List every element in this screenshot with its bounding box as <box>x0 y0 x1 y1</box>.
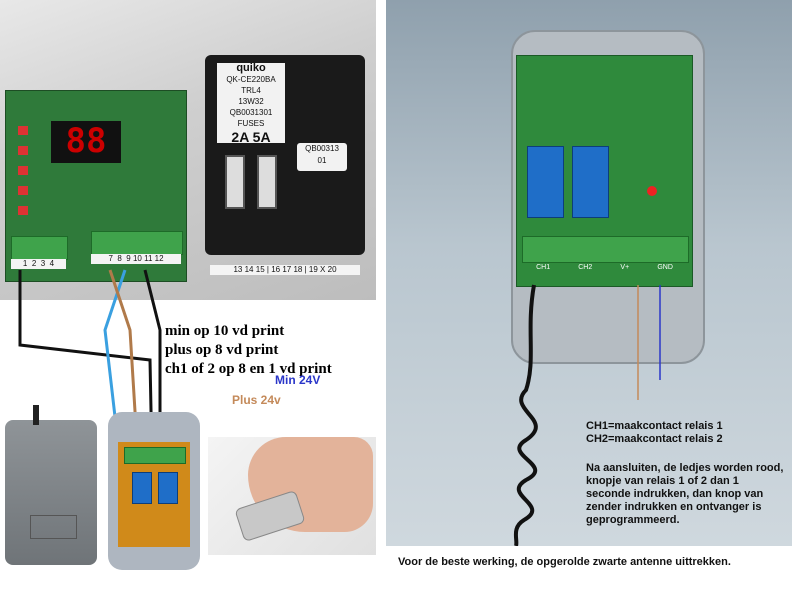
fuses-label: FUSES <box>237 119 265 128</box>
relay-label: quiko QK-CE220BA TRL4 13W32 QB0031301 FU… <box>217 62 285 145</box>
remote-in-hand-photo <box>208 437 376 555</box>
terminal-19: 19 <box>308 265 318 274</box>
terminal-20: 20 <box>327 265 337 274</box>
relay-1 <box>527 146 564 218</box>
seven-segment-display: 88 <box>51 121 121 163</box>
relay-model: QK-CE220BA TRL4 <box>226 75 276 95</box>
grey-receiver-photo <box>5 405 97 565</box>
receiver-pcb: CH1 CH2 V+ GND <box>516 55 693 287</box>
terminals-small <box>124 447 186 464</box>
housing-window <box>30 515 77 539</box>
channel-info: CH1=maakcontact relais 1 CH2=maakcontact… <box>586 420 723 446</box>
relay-serial: QB0031301 <box>229 108 273 117</box>
brand-logo: quiko <box>236 62 266 74</box>
terminal-8: 8 <box>117 254 122 263</box>
terminal-13: 13 <box>233 265 243 274</box>
button-column <box>18 126 28 216</box>
terminal-15: 15 <box>255 265 265 274</box>
terminal-numbers-left: 1 2 3 4 <box>11 259 66 269</box>
terminal-7: 7 <box>108 254 113 263</box>
terminal-17: 17 <box>282 265 292 274</box>
terminal-vplus: V+ <box>620 264 630 271</box>
terminal-numbers-right: 13 14 15 | 16 17 18 | 19 X 20 <box>210 265 360 275</box>
terminal-ch1: CH1 <box>536 264 551 271</box>
ch1-text: CH1=maakcontact relais 1 <box>586 420 723 432</box>
antenna-and-pointers <box>513 284 661 546</box>
terminal-11: 11 <box>144 254 153 263</box>
programming-instructions: Na aansluiten, de ledjes worden rood, kn… <box>586 462 784 526</box>
terminal-16: 16 <box>271 265 281 274</box>
note-ch: ch1 of 2 op 8 en 1 vd print <box>165 361 332 377</box>
terminal-12: 12 <box>154 254 164 263</box>
terminal-4: 4 <box>49 259 55 268</box>
relay-module: quiko QK-CE220BA TRL4 13W32 QB0031301 FU… <box>205 55 365 275</box>
terminal-9: 9 <box>126 254 131 263</box>
terminal-gnd: GND <box>657 264 673 271</box>
terminal-18: 18 <box>293 265 303 274</box>
led <box>647 186 657 196</box>
receiver-terminals <box>522 236 689 263</box>
fuses-values: 2A 5A <box>231 129 271 145</box>
fuse-1 <box>225 155 245 209</box>
receiver-pcb-small <box>118 442 190 547</box>
relay-2 <box>572 146 609 218</box>
open-receiver-photo <box>108 412 200 570</box>
receiver-photo: CH1 CH2 V+ GND <box>386 0 792 546</box>
terminal-1: 1 <box>22 259 28 268</box>
terminal-numbers-mid: 7 8 9 10 11 12 <box>91 254 181 264</box>
ch2-text: CH2=maakcontact relais 2 <box>586 433 723 445</box>
black-wire-1 <box>18 270 154 461</box>
sticker: QB00313 01 <box>297 143 347 171</box>
terminal-ch2: CH2 <box>578 264 593 271</box>
terminal-3: 3 <box>40 259 46 268</box>
note-plus: plus op 8 vd print <box>165 342 279 358</box>
controller-pcb: 88 1 2 3 4 7 8 9 10 11 12 <box>5 90 187 282</box>
min-24v-label: Min 24V <box>275 373 321 387</box>
relay-small-2 <box>158 472 178 504</box>
terminal-10: 10 <box>132 254 142 263</box>
terminal-2: 2 <box>31 259 37 268</box>
antenna-coil <box>513 284 538 546</box>
plus-24v-label: Plus 24v <box>232 393 281 407</box>
antenna-stub <box>33 405 39 425</box>
relay-small-1 <box>132 472 152 504</box>
sticker-line1: QB00313 <box>305 144 339 153</box>
remote-key-fob <box>234 489 306 543</box>
sticker-line2: 01 <box>317 156 327 165</box>
terminal-x: X <box>320 265 326 274</box>
relay-code: 13W32 <box>238 97 264 106</box>
gate-controller-board-photo: 88 1 2 3 4 7 8 9 10 11 12 quiko QK-CE220… <box>0 0 376 300</box>
note-min: min op 10 vd print <box>165 323 285 339</box>
antenna-caption: Voor de beste werking, de opgerolde zwar… <box>398 556 731 568</box>
receiver-terminal-labels: CH1 CH2 V+ GND <box>522 264 687 271</box>
fuse-2 <box>257 155 277 209</box>
terminal-14: 14 <box>244 265 254 274</box>
wiring-notes: min op 10 vd print plus op 8 vd print ch… <box>165 322 332 379</box>
